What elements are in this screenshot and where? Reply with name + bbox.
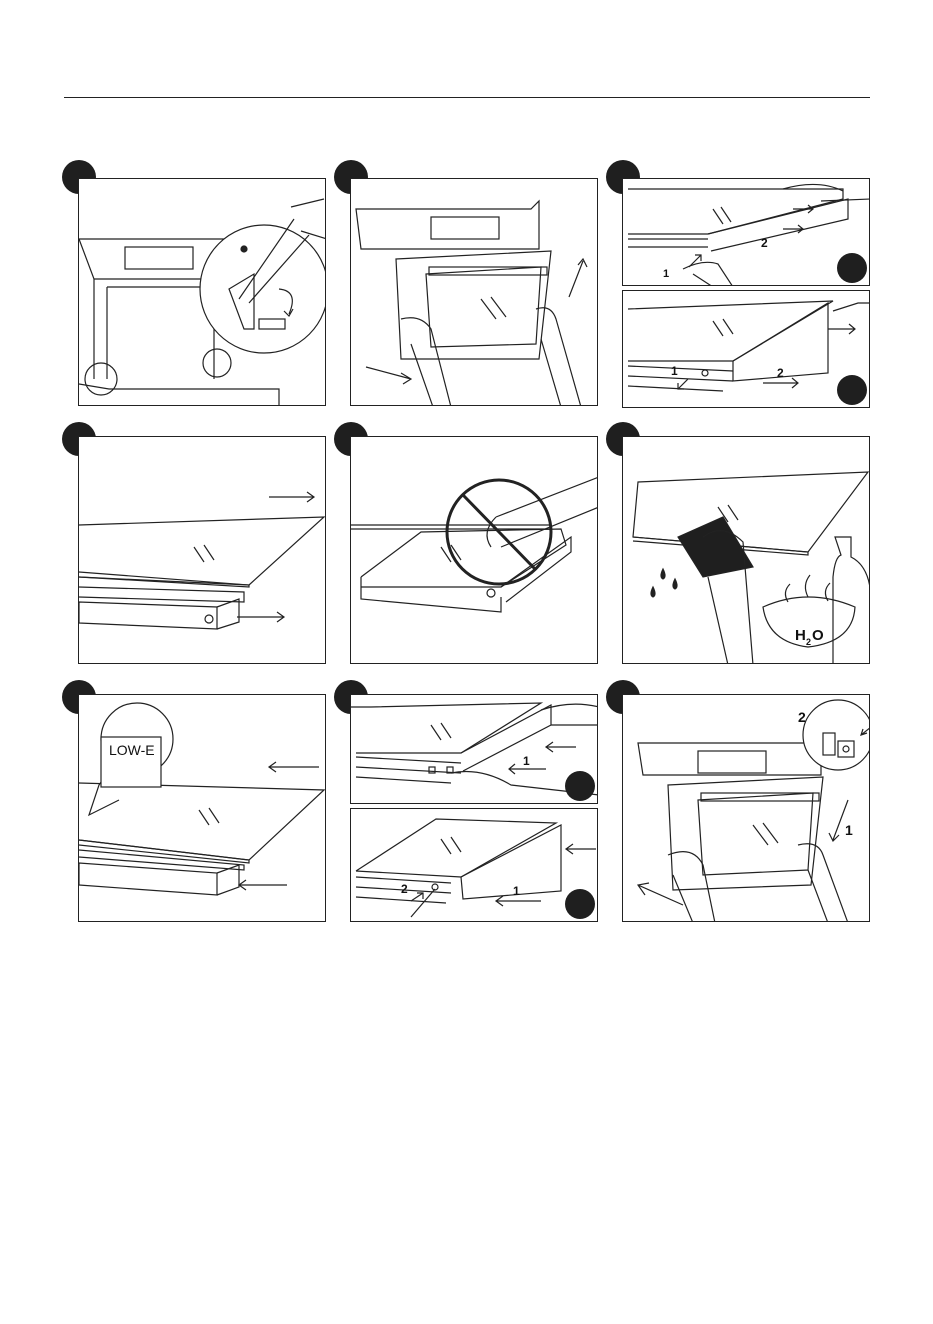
panel-1-illustration xyxy=(79,179,326,406)
sub-badge-3a xyxy=(837,253,867,283)
panel-7-illustration: LOW-E xyxy=(79,695,326,922)
sub-badge-8a xyxy=(565,771,595,801)
panel-6-illustration: H 2 O xyxy=(623,437,870,664)
panel-5-illustration xyxy=(351,437,598,664)
panel-2-lift-door xyxy=(350,178,598,406)
panel-3b-illustration: 1 2 xyxy=(623,291,870,408)
panel-9-illustration: 2 1 xyxy=(623,695,870,922)
panel-3a-illustration: 2 1 xyxy=(623,179,870,286)
sub-badge-3b xyxy=(837,375,867,405)
step-num-2: 2 xyxy=(401,882,408,896)
panel-8b-fix-screw: 2 1 xyxy=(350,808,598,922)
panel-8b-illustration: 2 1 xyxy=(351,809,598,922)
step-num-2: 2 xyxy=(777,366,784,380)
panel-3b-remove-glass: 1 2 xyxy=(622,290,870,408)
step-num-1: 1 xyxy=(513,884,520,898)
panel-3a-slide-inner-glass: 2 1 xyxy=(622,178,870,286)
panel-5-do-not-touch xyxy=(350,436,598,664)
panel-9-reattach-door: 2 1 xyxy=(622,694,870,922)
bowl-label-o: O xyxy=(812,627,824,644)
header-rule xyxy=(64,97,870,98)
panel-4-illustration xyxy=(79,437,326,664)
step-num-2: 2 xyxy=(798,709,806,725)
panel-1-remove-hinge-lock xyxy=(78,178,326,406)
sub-badge-8b xyxy=(565,889,595,919)
step-num-1: 1 xyxy=(523,754,530,768)
panel-4-slide-out-panel xyxy=(78,436,326,664)
step-num-1: 1 xyxy=(671,364,678,378)
panel-2-illustration xyxy=(351,179,598,406)
panel-6-clean-glass: H 2 O xyxy=(622,436,870,664)
step-num-1: 1 xyxy=(663,268,669,280)
panel-8a-reinsert-inner-glass: 1 xyxy=(350,694,598,804)
step-num-2: 2 xyxy=(761,236,768,250)
panel-7-reinsert-low-e-glass: LOW-E xyxy=(78,694,326,922)
step-num-1: 1 xyxy=(845,822,853,838)
panel-8a-illustration: 1 xyxy=(351,695,598,804)
bowl-label-sub: 2 xyxy=(806,637,811,647)
bowl-label-h: H xyxy=(795,627,806,644)
low-e-label: LOW-E xyxy=(109,742,155,758)
